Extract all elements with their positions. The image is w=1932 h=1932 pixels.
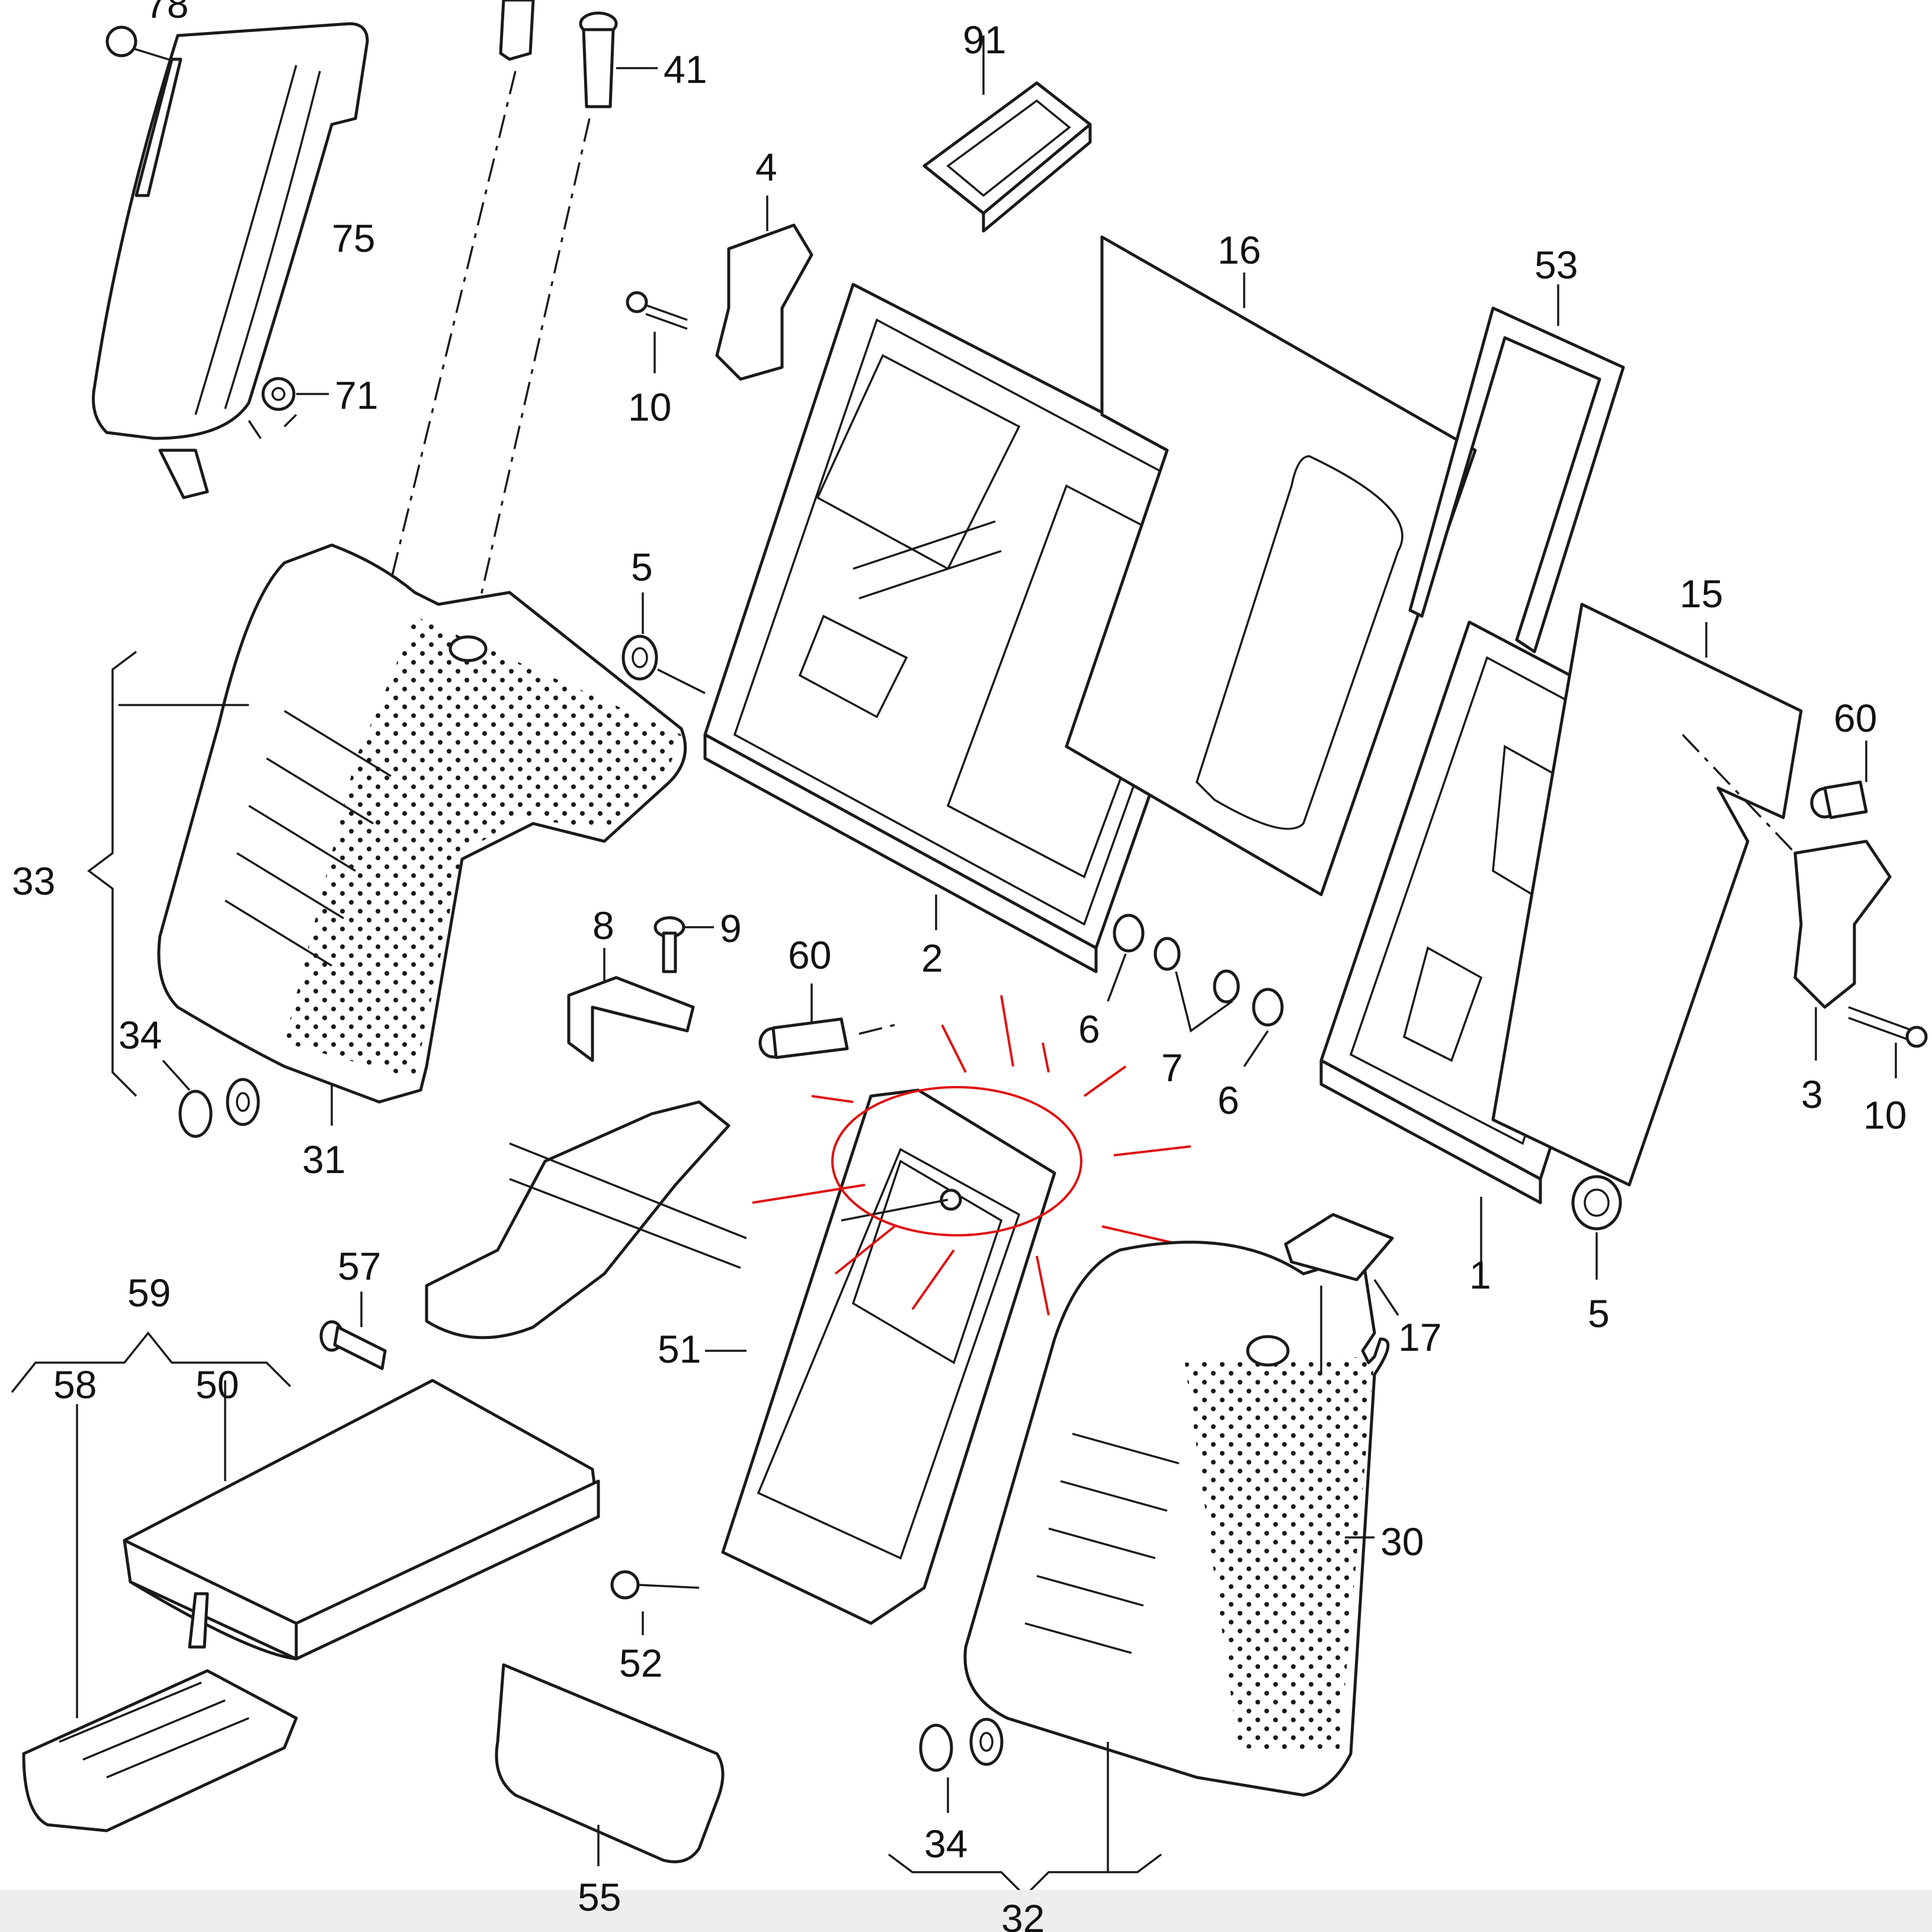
callout-32: 32: [1001, 1896, 1045, 1932]
brace-33: [87, 651, 137, 1097]
callout-15: 15: [1680, 572, 1723, 616]
bolt-10-left: [626, 291, 688, 373]
screw-78: [105, 25, 182, 197]
callout-75: 75: [332, 216, 375, 260]
callout-6-left: 6: [1078, 1007, 1100, 1051]
callout-10-left: 10: [628, 385, 671, 429]
bushing-6-right: [1243, 988, 1284, 1067]
side-trim-panel-75: [92, 22, 369, 499]
cap-34-right: [919, 1718, 1004, 1813]
pin-60-right: [1810, 741, 1868, 819]
bolt-57: [319, 1292, 387, 1370]
panel-16: [1065, 235, 1477, 896]
callout-31: 31: [302, 1138, 345, 1181]
handle-17: [1284, 1213, 1399, 1374]
callout-16: 16: [1217, 228, 1261, 272]
callout-59: 59: [127, 1271, 171, 1315]
bushing-5-lower: [1571, 1175, 1622, 1280]
callout-91: 91: [963, 18, 1006, 62]
callout-30: 30: [1380, 1520, 1424, 1563]
callout-33: 33: [12, 859, 55, 903]
backrest-cover-30: [963, 1241, 1390, 1797]
callout-5-upper: 5: [631, 545, 653, 589]
callout-78: 78: [145, 0, 188, 26]
callout-17: 17: [1398, 1315, 1441, 1359]
callout-9: 9: [720, 906, 742, 950]
callout-52: 52: [619, 1641, 662, 1685]
screw-9: [653, 916, 714, 973]
highlight-ellipse-with-rays: [752, 995, 1191, 1316]
callout-10-right: 10: [1863, 1093, 1907, 1137]
cap-34-left: [162, 1059, 260, 1138]
brace-59: [11, 1331, 291, 1393]
callout-58: 58: [53, 1363, 97, 1406]
bushing-5-upper: [621, 592, 706, 694]
callout-41: 41: [664, 47, 707, 91]
hinge-bracket-3: [1793, 840, 1892, 1060]
panel-15: [1491, 603, 1803, 1187]
center-support-bracket: [425, 1100, 747, 1340]
footer-band: [0, 1890, 1932, 1932]
bracket-8: [567, 948, 695, 1062]
pin-60-left: [758, 983, 895, 1059]
callout-8: 8: [592, 903, 614, 947]
bushing-6-left: [1107, 914, 1145, 1002]
callout-50: 50: [196, 1363, 239, 1406]
callout-34-left: 34: [118, 1013, 162, 1057]
callout-5-lower: 5: [1588, 1292, 1610, 1335]
callout-51: 51: [658, 1327, 701, 1371]
armrest-pad-55: [495, 1663, 725, 1866]
callout-4: 4: [755, 145, 777, 189]
callout-60-left: 60: [788, 933, 831, 977]
callout-60-right: 60: [1834, 696, 1877, 740]
callout-57: 57: [338, 1244, 381, 1288]
nut-71: [248, 377, 329, 439]
plug-41: [579, 11, 658, 108]
seat-cushion-50: [123, 1379, 600, 1661]
callout-7: 7: [1161, 1046, 1183, 1090]
seal-frame-53: [1408, 284, 1625, 653]
tray-91: [922, 36, 1092, 233]
cup-holder-58: [22, 1404, 298, 1832]
callout-3: 3: [1801, 1072, 1823, 1116]
callout-71: 71: [335, 373, 378, 417]
backrest-cover-31: [118, 543, 687, 1126]
callout-2: 2: [921, 936, 943, 980]
callout-53: 53: [1534, 243, 1578, 287]
screw-52: [610, 1570, 700, 1635]
headrest-guide-sleeve: [499, 0, 535, 61]
callout-1: 1: [1469, 1253, 1491, 1297]
bolt-10-right: [1848, 1006, 1928, 1078]
backrest-frame-2: [703, 283, 1258, 973]
hinge-bracket-4: [715, 196, 813, 381]
spacer-7: [1154, 937, 1240, 1033]
callout-6-right: 6: [1217, 1078, 1239, 1122]
callout-55: 55: [578, 1875, 621, 1919]
callout-34-right: 34: [924, 1822, 967, 1866]
